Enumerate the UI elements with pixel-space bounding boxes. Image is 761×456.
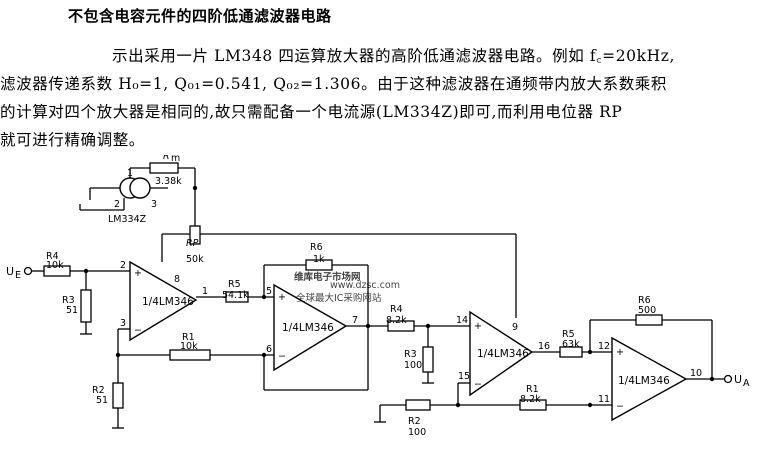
r5a-value: 54.1k — [222, 290, 249, 301]
resistor-r5b — [559, 346, 583, 358]
paragraph-line-1: 示出采用一片 LM348 四运算放大器的高阶低通滤波器电路。例如 f꜀=20kH… — [112, 47, 676, 65]
r4b-name: R4 — [390, 304, 403, 315]
potentiometer-rp — [189, 225, 201, 245]
r1a-value: 10k — [180, 341, 198, 352]
opamp-2-label: 1/4LM346 — [282, 322, 334, 334]
potentiometer-r2b — [405, 399, 431, 411]
r4a-name: R4 — [46, 251, 59, 262]
opamp-2-pin-7: 7 — [352, 315, 358, 326]
page-title: 不包含电容元件的四阶低通滤波器电路 — [68, 7, 332, 25]
svg-text:−: − — [616, 401, 624, 412]
opamp-4-pin-11: 11 — [598, 394, 610, 405]
r2b-name: R2 — [408, 416, 421, 427]
svg-text:−: − — [474, 379, 482, 390]
rm-name: R — [163, 155, 170, 162]
r5b-value: 63k — [562, 339, 580, 350]
rm-value: 3.38k — [155, 176, 182, 187]
rm-sub: m — [171, 155, 180, 164]
watermark-sub: 全球最大IC采购网站 — [296, 292, 382, 304]
r2a-value: 51 — [96, 395, 108, 406]
lm334-pin2: 2 — [114, 199, 120, 210]
resistor-rm — [149, 162, 179, 174]
rp-value: 50k — [186, 254, 204, 265]
output-label: U — [734, 373, 742, 386]
input-label-sub: E — [15, 270, 21, 281]
resistor-r1b — [519, 399, 547, 411]
opamp-1-label: 1/4LM346 — [142, 296, 194, 308]
opamp-1-pin-1: 1 — [202, 286, 208, 297]
output-label-sub: A — [743, 378, 750, 389]
watermark-main: 维库电子市场网 — [294, 271, 361, 283]
opamp-2-pin-6: 6 — [266, 344, 272, 355]
r2b-value: 100 — [408, 427, 426, 438]
opamp-1 — [129, 260, 198, 342]
r4a-value: 10k — [46, 260, 64, 271]
svg-text:+: + — [278, 292, 286, 303]
ground-symbols — [79, 204, 434, 429]
opamp-1-pin-8: 8 — [174, 274, 180, 285]
r1b-name: R1 — [526, 384, 539, 395]
lm334-pin1: 1 — [127, 168, 133, 179]
r5b-name: R5 — [562, 329, 575, 340]
opamp-1-pin-3: 3 — [120, 318, 126, 329]
resistor-r6b — [635, 314, 663, 326]
r3b-name: R3 — [404, 349, 417, 360]
resistor-r2a — [112, 382, 124, 409]
opamp-4 — [611, 336, 688, 422]
r6a-value: 1k — [313, 254, 325, 265]
wires — [32, 167, 724, 428]
r6b-name: R6 — [638, 295, 651, 306]
opamp-3-pin-16: 16 — [538, 341, 550, 352]
resistor-r6a — [305, 259, 333, 271]
rp-name: RP — [186, 238, 199, 249]
svg-text:+: + — [134, 268, 142, 279]
opamp-2 — [273, 283, 348, 372]
r6b-value: 500 — [638, 305, 656, 316]
opamp-signs: + − + − + − + − — [134, 268, 624, 412]
opamp-3-pin-9: 9 — [512, 322, 518, 333]
opamp-4-pin-12: 12 — [598, 341, 610, 352]
r1a-name: R1 — [182, 332, 195, 343]
lm334-pin3: 3 — [151, 199, 157, 210]
paragraph-line-4: 就可进行精确调整。 — [0, 131, 145, 149]
r3a-name: R3 — [62, 295, 75, 306]
resistor-r4a — [43, 265, 71, 277]
resistor-r5a — [225, 291, 249, 303]
resistor-r3b — [422, 346, 434, 373]
r5a-name: R5 — [228, 279, 241, 290]
opamp-3-pin-14: 14 — [456, 315, 468, 326]
circuit-diagram: + − + − + − + − U E U A 1 2 3 LM334Z R m… — [6, 155, 750, 438]
paragraph-line-3: 的计算对四个放大器是相同的,故只需配备一个电流源(LM334Z)即可,而利用电位… — [0, 103, 623, 121]
r4b-value: 8.2k — [386, 315, 407, 326]
r3a-value: 51 — [66, 305, 78, 316]
junction-dots — [83, 185, 715, 408]
resistor-r1a — [169, 349, 211, 361]
paragraph-line-2: 滤波器传递系数 H₀=1, Q₀₁=0.541, Q₀₂=1.306。由于这种滤… — [0, 75, 668, 93]
opamp-4-label: 1/4LM346 — [618, 375, 670, 387]
svg-text:+: + — [616, 347, 624, 358]
opamp-3-label: 1/4LM346 — [477, 348, 529, 360]
output-terminal — [723, 374, 733, 384]
opamp-1-pin-2: 2 — [120, 260, 126, 271]
opamp-2-pin-5: 5 — [266, 286, 272, 297]
opamp-3-pin-15: 15 — [458, 371, 470, 382]
resistor-r3a — [80, 289, 92, 323]
input-terminal — [23, 266, 33, 276]
input-label: U — [6, 265, 14, 278]
r2a-name: R2 — [92, 385, 105, 396]
r1b-value: 8.2k — [520, 394, 541, 405]
r6a-name: R6 — [310, 242, 323, 253]
svg-text:−: − — [278, 351, 286, 362]
svg-text:+: + — [474, 321, 482, 332]
current-source-circle-2 — [129, 177, 151, 199]
svg-text:−: − — [134, 325, 142, 336]
lm334-label: LM334Z — [108, 214, 147, 225]
r3b-value: 100 — [404, 360, 422, 371]
opamp-3 — [469, 310, 534, 397]
watermark: 维库电子市场网 www.dzsc.com 全球最大IC采购网站 — [294, 271, 400, 304]
watermark-url: www.dzsc.com — [330, 280, 400, 291]
resistor-r4b — [387, 320, 415, 332]
opamp-4-pin-10: 10 — [690, 368, 702, 379]
